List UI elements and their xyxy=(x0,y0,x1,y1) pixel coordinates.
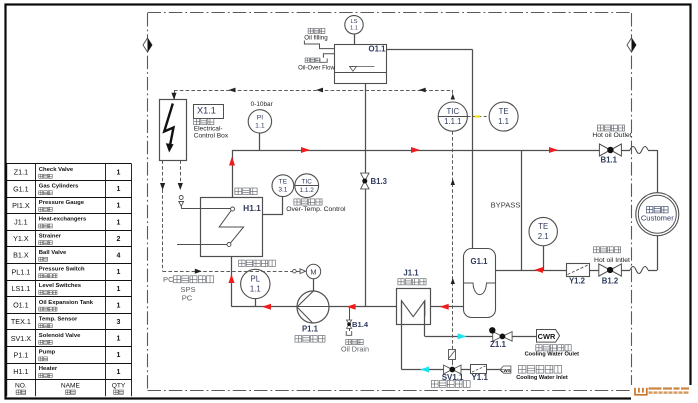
svg-text:CWR: CWR xyxy=(538,332,556,341)
svg-text:X1.1: X1.1 xyxy=(197,106,216,116)
svg-text:Oil-Over Flow: Oil-Over Flow xyxy=(298,65,335,71)
svg-text:Pressure Switch: Pressure Switch xyxy=(39,267,85,273)
svg-text:SV1.1: SV1.1 xyxy=(442,373,464,382)
svg-text:TEX.1: TEX.1 xyxy=(11,317,31,326)
svg-text:PC: PC xyxy=(182,294,193,303)
svg-text:B1.3: B1.3 xyxy=(371,177,388,186)
svg-text:2.1: 2.1 xyxy=(538,232,549,241)
svg-text:2: 2 xyxy=(117,236,121,243)
svg-text:Customer: Customer xyxy=(641,214,674,223)
svg-text:H1.1: H1.1 xyxy=(243,203,261,213)
svg-text:B1.X: B1.X xyxy=(13,251,29,260)
svg-text:TIC: TIC xyxy=(447,107,460,116)
svg-text:1.1.2: 1.1.2 xyxy=(300,187,315,194)
svg-text:1: 1 xyxy=(117,369,121,376)
svg-text:Oil Expansion Tank: Oil Expansion Tank xyxy=(39,300,94,306)
svg-text:Y1.1: Y1.1 xyxy=(471,373,488,382)
svg-text:1: 1 xyxy=(117,352,121,359)
svg-text:PI: PI xyxy=(257,114,264,121)
svg-text:Strainer: Strainer xyxy=(39,233,62,239)
svg-text:1.1: 1.1 xyxy=(498,117,509,126)
svg-text:J1.1: J1.1 xyxy=(14,218,28,227)
svg-text:Hot oil Intlet: Hot oil Intlet xyxy=(594,257,630,264)
svg-text:1: 1 xyxy=(117,219,121,226)
svg-text:Y1.2: Y1.2 xyxy=(569,277,586,286)
svg-text:G1.1: G1.1 xyxy=(471,257,489,266)
svg-text:LS1.1: LS1.1 xyxy=(12,284,31,293)
svg-text:3: 3 xyxy=(117,319,121,326)
svg-text:Solenoid Valve: Solenoid Valve xyxy=(39,333,81,339)
svg-text:Cooling Water Oulet: Cooling Water Oulet xyxy=(525,352,580,358)
svg-text:0-10bar: 0-10bar xyxy=(251,101,274,108)
svg-text:O1.1: O1.1 xyxy=(13,301,29,310)
svg-text:G1.1: G1.1 xyxy=(13,184,29,193)
svg-text:Temp. Sensor: Temp. Sensor xyxy=(39,316,78,322)
svg-text:Oil Drain: Oil Drain xyxy=(341,345,369,354)
svg-text:QTY: QTY xyxy=(112,382,126,389)
svg-text:Pump: Pump xyxy=(39,350,56,356)
svg-text:BYPASS: BYPASS xyxy=(491,201,521,210)
svg-text:NAME: NAME xyxy=(61,382,81,389)
svg-text:1: 1 xyxy=(117,170,121,177)
svg-text:B1.2: B1.2 xyxy=(602,277,619,286)
svg-text:B1.1: B1.1 xyxy=(600,156,617,165)
svg-text:1: 1 xyxy=(117,336,121,343)
svg-text:Gas Cylinders: Gas Cylinders xyxy=(39,184,79,190)
svg-text:Pressure Gauge: Pressure Gauge xyxy=(39,200,85,206)
svg-text:Z1.1: Z1.1 xyxy=(490,340,507,349)
svg-text:Over-Temp. Control: Over-Temp. Control xyxy=(286,206,346,213)
svg-text:P1.1: P1.1 xyxy=(14,350,29,359)
svg-text:Heater: Heater xyxy=(39,366,58,372)
svg-text:Level Switches: Level Switches xyxy=(39,283,82,289)
svg-text:1: 1 xyxy=(117,286,121,293)
svg-text:P1.1: P1.1 xyxy=(302,325,319,334)
svg-text:Electrical-: Electrical- xyxy=(194,126,223,133)
svg-text:Oil filling: Oil filling xyxy=(304,35,328,42)
svg-text:PL: PL xyxy=(251,274,261,283)
svg-text:TIC: TIC xyxy=(302,179,313,186)
svg-text:1: 1 xyxy=(117,269,121,276)
svg-text:Y1.X: Y1.X xyxy=(13,234,29,243)
svg-text:1: 1 xyxy=(117,302,121,309)
svg-text:NO.: NO. xyxy=(15,382,27,389)
svg-text:CWS: CWS xyxy=(500,368,510,373)
svg-text:Control Box: Control Box xyxy=(194,133,229,140)
svg-text:TE: TE xyxy=(279,179,288,186)
svg-text:1.1: 1.1 xyxy=(350,26,358,32)
svg-text:PL1.1: PL1.1 xyxy=(12,267,31,276)
svg-text:O1.1: O1.1 xyxy=(369,45,387,54)
svg-text:H1.1: H1.1 xyxy=(13,367,28,376)
svg-text:TE: TE xyxy=(499,107,509,116)
svg-text:3.1: 3.1 xyxy=(278,186,287,193)
svg-text:4: 4 xyxy=(117,253,121,260)
svg-text:B1.4: B1.4 xyxy=(352,320,369,329)
svg-text:Z1.1: Z1.1 xyxy=(14,168,28,177)
svg-text:M: M xyxy=(310,268,316,277)
svg-text:1.1: 1.1 xyxy=(250,285,261,294)
svg-text:Check Valve: Check Valve xyxy=(39,167,74,173)
svg-text:LS: LS xyxy=(350,19,357,25)
svg-text:Hot oil Outlet: Hot oil Outlet xyxy=(592,132,631,139)
svg-text:PC: PC xyxy=(163,275,174,284)
svg-text:SV1.X: SV1.X xyxy=(11,334,32,343)
svg-text:PI1.X: PI1.X xyxy=(12,201,30,210)
svg-text:Cooling Water Inlet: Cooling Water Inlet xyxy=(516,375,568,381)
svg-text:J1.1: J1.1 xyxy=(403,269,419,278)
svg-text:TE: TE xyxy=(538,222,548,231)
svg-text:SPS: SPS xyxy=(180,285,195,294)
svg-text:Ball Valve: Ball Valve xyxy=(39,250,67,256)
svg-text:1: 1 xyxy=(117,203,121,210)
svg-text:Heat-exchangers: Heat-exchangers xyxy=(39,217,87,223)
svg-text:1.1: 1.1 xyxy=(255,122,265,129)
svg-text:1: 1 xyxy=(117,186,121,193)
svg-text:1.1.1: 1.1.1 xyxy=(444,117,461,126)
